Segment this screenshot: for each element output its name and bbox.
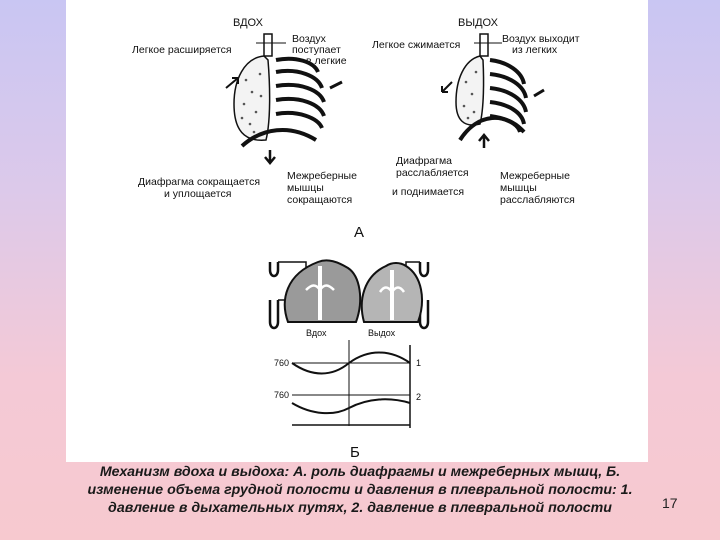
trace2-number: 2 [416, 392, 421, 402]
caption-line-1: Механизм вдоха и выдоха: А. роль диафраг… [40, 463, 680, 481]
model-chest-inhale [285, 260, 360, 322]
exhale-rib-arrow [534, 90, 544, 96]
inhale-title: ВДОХ [233, 17, 264, 29]
pressure-graph: 760 760 1 2 [274, 340, 421, 428]
exhale-air-label-2: из легких [512, 44, 558, 56]
manometer-left-1 [270, 262, 278, 276]
figure-panel: ВДОХ Легкое расширяется Воздух поступает… [66, 0, 648, 462]
inhale-lung [234, 56, 270, 140]
panel-b-letter: Б [350, 444, 360, 461]
inhale-muscles-label-3: сокращаются [287, 194, 352, 206]
trace1-value-label: 760 [274, 358, 289, 368]
exhale-muscles-label-1: Межреберные [500, 170, 570, 182]
inhale-lung-label: Легкое расширяется [132, 44, 232, 56]
inhale-diaphragm-label-1: Диафрагма сокращается [138, 176, 260, 188]
manometer-right-1 [420, 262, 428, 276]
exhale-muscles-label-3: расслабляются [500, 194, 575, 206]
inhale-diaphragm-arrow [265, 150, 275, 163]
exhale-diaphragm-arrow [479, 135, 489, 148]
exhale-lung-arrow [442, 82, 452, 92]
inhale-muscles-label-2: мышцы [287, 182, 324, 194]
exhale-diaphragm-label-2: расслабляется [396, 167, 469, 179]
model-exhale-label: Выдох [368, 328, 396, 338]
chest-model: Вдох Выдох [270, 260, 428, 338]
exhale-diaphragm-label-1: Диафрагма [396, 155, 452, 167]
caption-line-2: изменение объема грудной полости и давле… [40, 481, 680, 499]
inhale-illustration: ВДОХ Легкое расширяется Воздух поступает… [132, 17, 357, 206]
exhale-illustration: ВЫДОХ Легкое сжимается Воздух выходит из… [372, 17, 580, 206]
panel-a-letter: А [354, 224, 364, 241]
figure-caption: Механизм вдоха и выдоха: А. роль диафраг… [40, 463, 680, 517]
exhale-lung [456, 56, 484, 125]
caption-line-3: давление в дыхательных путях, 2. давлени… [40, 499, 680, 517]
model-inhale-label: Вдох [306, 328, 327, 338]
trace1-number: 1 [416, 358, 421, 368]
trace2-value-label: 760 [274, 390, 289, 400]
inhale-muscles-label-1: Межреберные [287, 170, 357, 182]
trace2-curve [292, 399, 410, 413]
inhale-rib-arrow [330, 82, 342, 88]
inhale-ribs [276, 59, 324, 128]
exhale-title: ВЫДОХ [458, 17, 499, 29]
manometer-left-2 [270, 300, 278, 328]
slide-number: 17 [662, 495, 678, 511]
exhale-trachea [480, 34, 488, 56]
exhale-muscles-label-2: мышцы [500, 182, 537, 194]
respiration-diagram: ВДОХ Легкое расширяется Воздух поступает… [66, 0, 648, 462]
exhale-lung-label: Легкое сжимается [372, 39, 460, 51]
exhale-diaphragm-label-3: и поднимается [392, 186, 464, 198]
inhale-diaphragm-label-2: и уплощается [164, 188, 231, 200]
inhale-trachea [264, 34, 272, 56]
